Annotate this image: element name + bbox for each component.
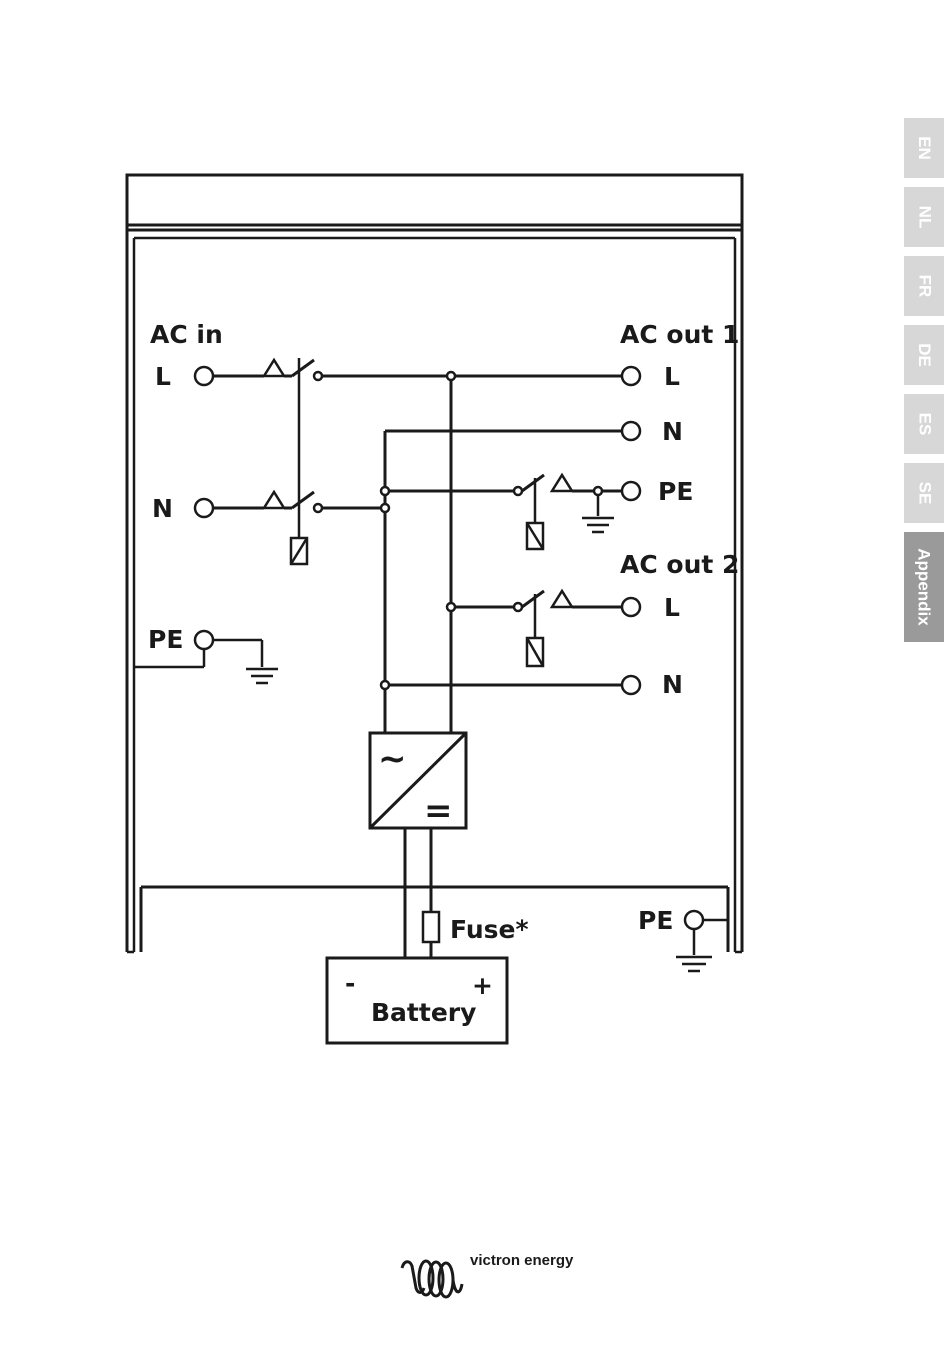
triangle-marker-icon [264, 492, 284, 508]
battery-minus-label: - [345, 969, 355, 998]
tab-fr[interactable]: FR [904, 256, 944, 316]
ac-in-l-terminal [195, 367, 213, 385]
tab-se-label: SE [914, 482, 934, 505]
tab-nl-label: NL [914, 206, 934, 229]
switch-contact-icon [522, 591, 544, 607]
inverter-charger: ~ = [370, 733, 466, 831]
tab-de[interactable]: DE [904, 325, 944, 385]
battery-label: Battery [371, 998, 476, 1027]
tab-de-label: DE [914, 343, 934, 367]
terminals [195, 367, 703, 929]
ac-out1-n-label: N [662, 417, 683, 446]
ac-out1-pe-label: PE [658, 477, 693, 506]
switch-contact-icon [292, 360, 314, 376]
tab-en[interactable]: EN [904, 118, 944, 178]
battery: - + Battery [327, 958, 507, 1043]
fuse-label: Fuse* [450, 915, 529, 944]
tab-appendix[interactable]: Appendix [904, 532, 944, 642]
ac-out2-n-terminal [622, 676, 640, 694]
victron-coil-logo-icon [400, 1250, 466, 1300]
tab-en-label: EN [914, 136, 934, 160]
chassis-pe-terminal [685, 911, 703, 929]
ac-in-n-label: N [152, 494, 173, 523]
tab-fr-label: FR [914, 275, 934, 298]
footer-logo: victron energy [400, 1250, 600, 1300]
switch-contact-icon [522, 475, 544, 491]
triangle-marker-icon [552, 475, 572, 491]
switch-contact-icon [292, 492, 314, 508]
ac-out2-l-label: L [664, 593, 680, 622]
ac-in-l-label: L [155, 362, 171, 391]
chassis-pe-label: PE [638, 906, 673, 935]
triangle-marker-icon [264, 360, 284, 376]
tab-nl[interactable]: NL [904, 187, 944, 247]
tab-se[interactable]: SE [904, 463, 944, 523]
dc-wires [405, 828, 439, 958]
brand-name: victron energy [470, 1252, 573, 1269]
ac-out2-l-terminal [622, 598, 640, 616]
ac-in-label: AC in [150, 320, 223, 349]
ground-icon [582, 518, 614, 532]
dc-symbol-icon: = [424, 791, 453, 831]
tab-es-label: ES [914, 413, 934, 436]
ac-out2-n-label: N [662, 670, 683, 699]
ac-out1-l-terminal [622, 367, 640, 385]
ground-icon [676, 957, 712, 971]
tab-es[interactable]: ES [904, 394, 944, 454]
ac-in-pe-terminal [195, 631, 213, 649]
ac-in-pe-label: PE [148, 625, 183, 654]
ground-relay-wire [385, 475, 621, 549]
input-relay [291, 358, 307, 564]
tab-appendix-label: Appendix [914, 548, 934, 625]
ac-out2-l-wire [451, 591, 621, 666]
language-tabs: EN NL FR DE ES SE Appendix [904, 118, 944, 651]
ac-out1-n-terminal [622, 422, 640, 440]
battery-plus-label: + [472, 971, 493, 1000]
ac-in-l-wire [214, 360, 621, 380]
ac-out1-label: AC out 1 [620, 320, 739, 349]
junctions [381, 372, 455, 689]
ac-in-n-terminal [195, 499, 213, 517]
ac-out1-l-label: L [664, 362, 680, 391]
ac-out2-label: AC out 2 [620, 550, 739, 579]
fuse-icon [423, 912, 439, 942]
ac-symbol-icon: ~ [378, 739, 407, 779]
triangle-marker-icon [552, 591, 572, 607]
chassis-pe-wire [676, 920, 728, 971]
ac-out1-pe-terminal [622, 482, 640, 500]
ground-icon [246, 669, 278, 683]
